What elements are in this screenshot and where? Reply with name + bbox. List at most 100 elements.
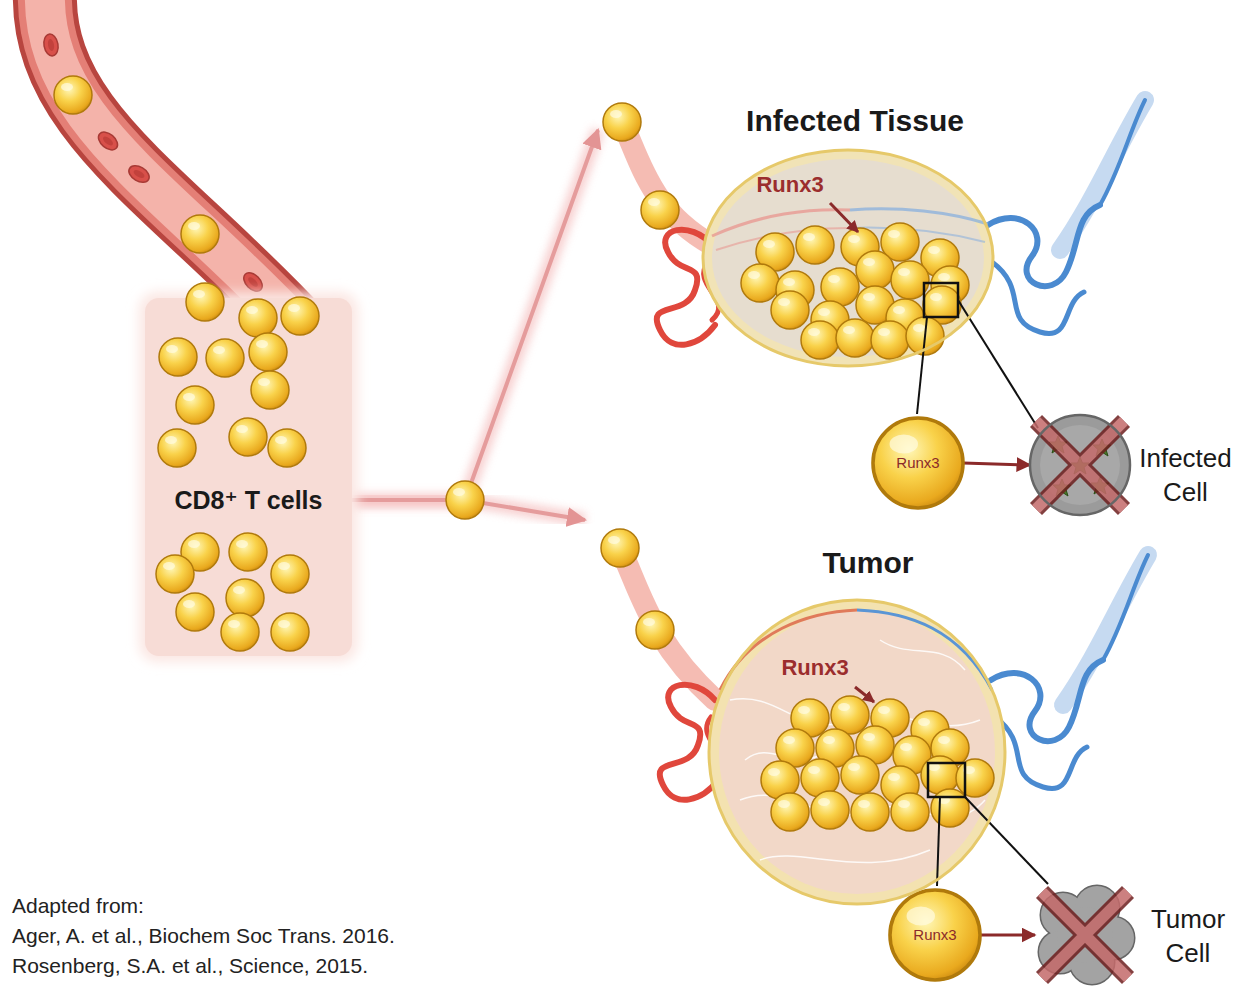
tumor-illustration — [720, 610, 857, 690]
blood-vessel — [95, 129, 121, 154]
t-cell-pool — [139, 292, 358, 662]
tumor-illustration — [601, 529, 1148, 904]
t-cell-pool — [176, 593, 214, 631]
infected-tissue-illustration — [830, 203, 858, 232]
blood-vessel — [42, 0, 300, 330]
text-anchor: Runx3 — [913, 926, 956, 944]
t-cell-pool — [159, 338, 197, 376]
infected-cell-illustration — [1036, 421, 1124, 509]
t-cell-circle: Runx3 — [873, 418, 963, 508]
runx3-t-cell — [873, 418, 963, 508]
tumor-illustration — [636, 611, 674, 649]
infected-tissue-illustration — [796, 226, 834, 264]
arrow-connector — [980, 934, 1035, 937]
t-cell-pool — [281, 297, 319, 335]
tumor-illustration — [831, 696, 869, 734]
tumor-illustration — [857, 610, 992, 690]
zoom-callout — [928, 763, 965, 797]
arrow-connector — [963, 463, 1030, 465]
infected-tissue-illustration — [703, 150, 993, 366]
infected-cell-illustration — [1036, 421, 1124, 509]
tumor-region: TumorRunx3 — [585, 512, 1150, 910]
t-cell-pool — [186, 283, 224, 321]
text-anchor: CD8⁺ T cells — [175, 485, 323, 515]
tumor-illustration — [719, 610, 995, 894]
gene-label: Runx3 — [896, 454, 939, 472]
source-citation: Rosenberg, S.A. et al., Science, 2015. — [12, 953, 368, 978]
tumor-illustration — [841, 756, 879, 794]
infected-tissue-illustration — [871, 321, 909, 359]
blood-vessel — [181, 215, 219, 253]
infected-tissue-illustration — [771, 291, 809, 329]
infected-tissue-region: Infected TissueRunx3 — [598, 95, 1150, 375]
connector-group — [980, 935, 1035, 936]
population-label: CD8⁺ T cells — [175, 485, 323, 515]
t-cell-pool — [268, 429, 306, 467]
tumor-cell-illustration — [1042, 892, 1128, 978]
node-outline-shape — [890, 890, 980, 980]
region-heading: Infected Tissue — [746, 103, 964, 139]
infected-tissue-illustration — [850, 209, 988, 224]
blood-vessel — [42, 33, 60, 57]
infected-tissue-illustration — [856, 251, 894, 289]
infected-tissue-illustration — [712, 159, 984, 357]
t-cell-pool — [221, 613, 259, 651]
text-anchor: Runx3 — [896, 454, 939, 472]
region-heading: Tumor — [822, 545, 913, 581]
blood-vessel — [126, 162, 152, 185]
cell-population-panel: CD8⁺ T cells — [145, 298, 352, 656]
zoom-callout — [958, 300, 1038, 428]
tumor-cell-illustration — [1042, 892, 1128, 978]
t-cell-pool — [156, 555, 194, 593]
text-anchor: Tumor — [822, 545, 913, 581]
text-anchor: Adapted from: — [12, 893, 144, 918]
t-cell-pool — [139, 283, 358, 662]
target-cell-label: Infected Cell — [1128, 441, 1243, 509]
tumor-illustration — [771, 793, 809, 831]
zoom-callout — [965, 797, 1048, 884]
t-cell-pool — [251, 371, 289, 409]
branch-t-cell — [446, 481, 484, 519]
node-outline-shape — [1030, 415, 1130, 515]
runx3-t-cell — [873, 418, 980, 980]
tumor-cell-illustration — [1039, 886, 1134, 984]
t-cell-pool — [226, 579, 264, 617]
tumor-cell-illustration — [1039, 886, 1134, 984]
tumor-illustration — [921, 756, 959, 794]
infected-tissue-illustration — [836, 319, 874, 357]
tumor-cell-shape: Tumor Cell — [1035, 885, 1135, 985]
t-cell-pool — [206, 339, 244, 377]
gene-label: Runx3 — [913, 926, 956, 944]
blood-vessel — [240, 269, 265, 294]
text-anchor: Runx3 — [756, 172, 823, 198]
t-cell-pool — [176, 386, 214, 424]
branch-t-cell — [446, 481, 484, 519]
t-cell-pool — [249, 333, 287, 371]
tumor-illustration — [891, 793, 929, 831]
blood-vessel — [45, 0, 300, 330]
text-anchor: Tumor Cell — [1133, 902, 1243, 970]
gene-label: Runx3 — [781, 655, 848, 681]
gene-label: Runx3 — [756, 172, 823, 198]
source-citation: Adapted from: — [12, 893, 144, 918]
infected-tissue-illustration — [801, 321, 839, 359]
blood-vessel — [45, 0, 300, 330]
blood-vessel — [45, 0, 300, 330]
node-outline-shape — [703, 150, 993, 366]
blood-vessel — [54, 76, 92, 114]
text-anchor: Infected Tissue — [746, 103, 964, 139]
t-cell-pool — [158, 429, 196, 467]
infected-tissue-illustration — [603, 103, 641, 141]
runx3-t-cell — [890, 890, 980, 980]
tumor-illustration — [620, 548, 715, 700]
text-anchor: Infected Cell — [1128, 441, 1243, 509]
infected-tissue-illustration — [741, 264, 779, 302]
tumor-cell-illustration — [1039, 886, 1134, 984]
tumor-illustration — [709, 600, 1005, 904]
infected-tissue-illustration — [603, 100, 1145, 366]
t-cell-pool — [229, 533, 267, 571]
tumor-illustration — [851, 793, 889, 831]
connector-glow — [352, 130, 598, 500]
